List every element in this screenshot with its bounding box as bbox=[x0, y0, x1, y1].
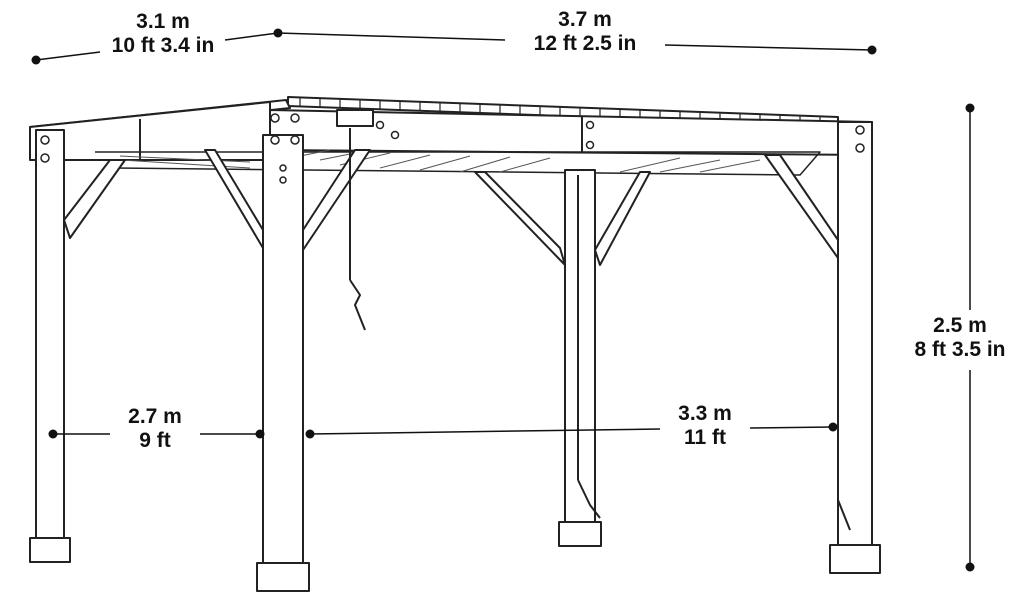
crank-mechanism bbox=[336, 109, 851, 531]
dimension-lines bbox=[35, 32, 971, 567]
roof-frame bbox=[29, 96, 873, 176]
depth-top-imperial: 10 ft 3.4 in bbox=[111, 34, 215, 57]
posts bbox=[29, 121, 881, 592]
width-top-metric: 3.7 m bbox=[558, 8, 612, 31]
bolts bbox=[40, 113, 865, 184]
width-bottom-imperial: 11 ft bbox=[683, 426, 727, 449]
height-imperial: 8 ft 3.5 in bbox=[914, 338, 1006, 361]
height-label: 2.5 m 8 ft 3.5 in bbox=[898, 314, 1022, 362]
depth-bottom-imperial: 9 ft bbox=[139, 429, 171, 452]
height-metric: 2.5 m bbox=[933, 314, 987, 337]
depth-top-metric: 3.1 m bbox=[136, 10, 190, 33]
depth-bottom-metric: 2.7 m bbox=[128, 405, 182, 428]
depth-bottom-label: 2.7 m 9 ft bbox=[110, 405, 200, 453]
width-top-imperial: 12 ft 2.5 in bbox=[533, 32, 637, 55]
dimension-endpoints bbox=[31, 28, 975, 572]
depth-top-label: 3.1 m 10 ft 3.4 in bbox=[88, 10, 238, 58]
braces bbox=[63, 149, 839, 266]
width-top-label: 3.7 m 12 ft 2.5 in bbox=[505, 8, 665, 56]
width-bottom-metric: 3.3 m bbox=[678, 402, 732, 425]
width-bottom-label: 3.3 m 11 ft bbox=[660, 402, 750, 450]
